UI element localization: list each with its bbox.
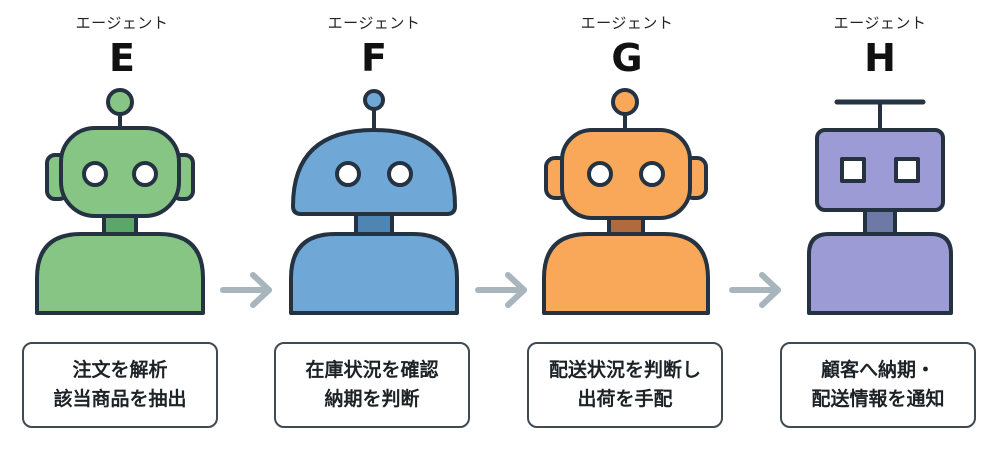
task-box-e: 注文を解析 該当商品を抽出 xyxy=(22,342,218,428)
agent-letter: E xyxy=(109,36,135,80)
agent-kind-label: エージェント xyxy=(580,14,674,32)
agent-e: エージェント E 注文を解析 該当商品を抽出 xyxy=(7,0,237,450)
task-box-g: 配送状況を判断し 出荷を手配 xyxy=(527,342,723,428)
task-line: 在庫状況を確認 xyxy=(305,359,439,381)
agent-h: エージェント H 顧客へ納期・ 配送情報を通知 xyxy=(765,0,995,450)
robot-g-icon xyxy=(512,82,742,322)
task-box-f: 在庫状況を確認 納期を判断 xyxy=(274,342,470,428)
task-line: 納期を判断 xyxy=(324,388,420,410)
agent-letter: H xyxy=(864,36,896,80)
arrow-right-icon xyxy=(728,270,784,310)
agent-kind-label: エージェント xyxy=(327,14,421,32)
agent-letter: G xyxy=(611,36,643,80)
task-line: 出荷を手配 xyxy=(577,388,673,410)
task-line: 注文を解析 xyxy=(72,359,168,381)
robot-e-icon xyxy=(7,82,237,322)
agent-letter: F xyxy=(361,36,387,80)
task-line: 顧客へ納期・ xyxy=(820,359,935,381)
arrow-right-icon xyxy=(219,270,275,310)
task-line: 配送情報を通知 xyxy=(811,388,945,410)
robot-f-icon xyxy=(259,82,489,322)
agent-g: エージェント G 配送状況を判断し 出荷を手配 xyxy=(512,0,742,450)
task-line: 配送状況を判断し xyxy=(548,359,701,381)
task-box-h: 顧客へ納期・ 配送情報を通知 xyxy=(780,342,976,428)
robot-h-icon xyxy=(765,82,995,322)
agent-kind-label: エージェント xyxy=(75,14,169,32)
task-line: 該当商品を抽出 xyxy=(53,388,187,410)
arrow-right-icon xyxy=(474,270,530,310)
agent-f: エージェント F 在庫状況を確認 納期を判断 xyxy=(259,0,489,450)
agent-kind-label: エージェント xyxy=(833,14,927,32)
